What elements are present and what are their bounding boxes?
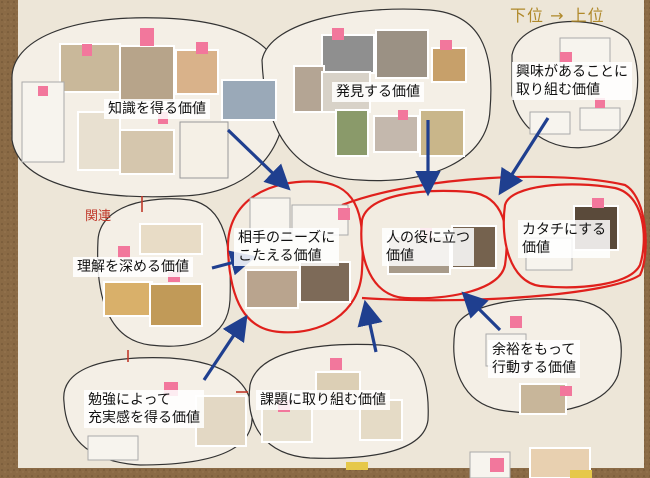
cluster-label-study: 勉強によって 充実感を得る価値 [84,390,204,428]
cluster-label-knowledge: 知識を得る価値 [104,99,210,119]
small-red-arrows [127,196,248,393]
cluster-label-helpful: 人の役に立つ 価値 [382,228,474,266]
cluster-label-discovery: 発見する価値 [332,82,424,102]
cluster-label-tasks: 課題に取り組む価値 [256,390,390,410]
cluster-label-shape: カタチにする 価値 [518,220,611,258]
cluster-label-composure: 余裕をもって 行動する価値 [488,340,580,378]
cluster-label-needs: 相手のニーズに こたえる価値 [234,228,340,266]
relationship-arrows [202,117,550,381]
cluster-label-interest: 興味があることに 取り組む価値 [512,62,632,100]
side-note: 関連 [85,209,112,224]
cluster-label-understanding: 理解を深める価値 [73,257,193,277]
top-note: 下位 → 上位 [510,6,605,25]
tape-pieces [346,462,592,478]
